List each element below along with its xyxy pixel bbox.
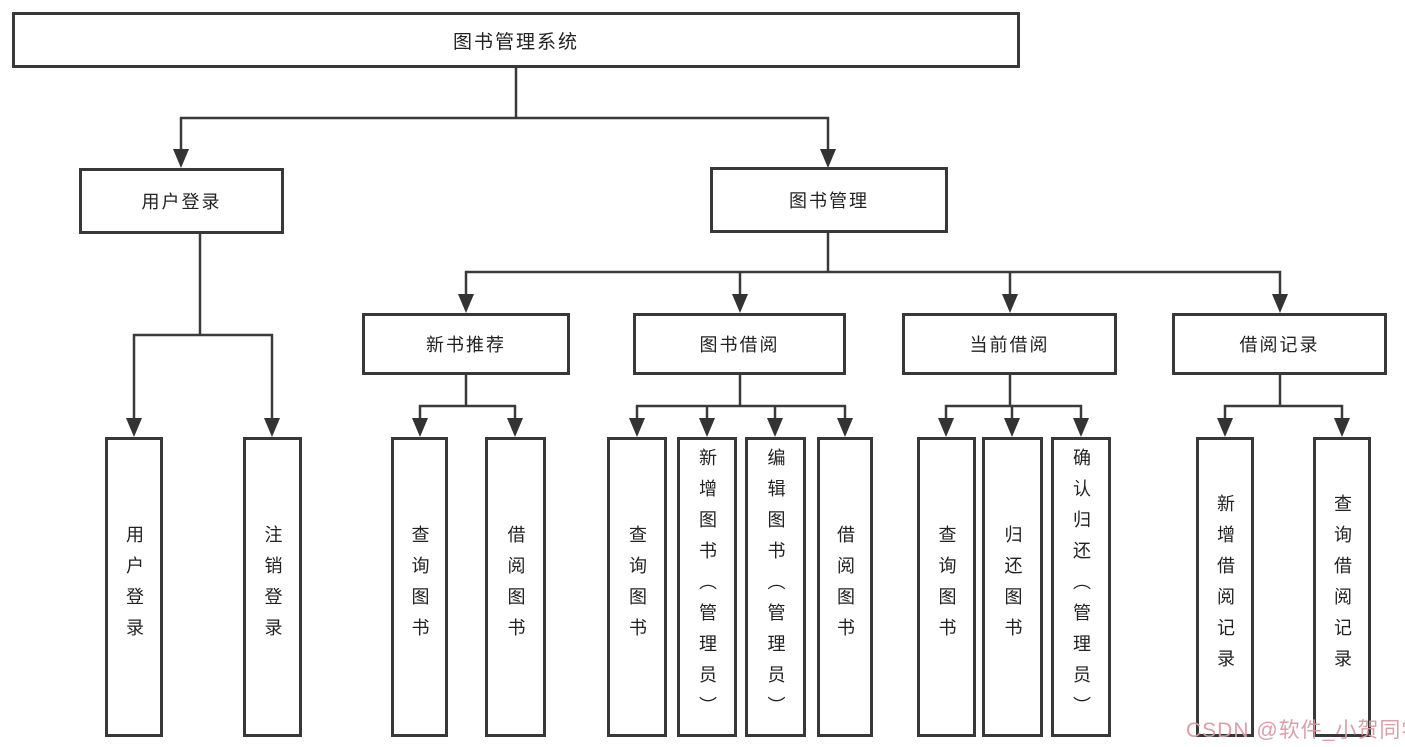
node-label: 图书管理 [789,191,869,211]
leaf-recommend-borrow-books: 借阅图书 [485,437,546,737]
leaf-current-query-books: 查询图书 [917,437,976,737]
node-label: 归还图书 [1002,525,1023,649]
node-label: 新增图书（管理员） [697,447,717,727]
leaf-borrowing-query-books: 查询图书 [607,437,667,737]
leaf-borrowing-borrow-books: 借阅图书 [817,437,873,737]
node-borrowing-records: 借阅记录 [1172,313,1387,375]
leaf-borrowing-add-books-admin: 新增图书（管理员） [677,437,737,737]
leaf-records-add-borrow-record: 新增借阅记录 [1196,437,1254,737]
node-label: 借阅图书 [835,525,855,649]
csdn-watermark: CSDN @软件_小贺同学 [1186,719,1405,742]
arrowhead-icons [126,149,1350,437]
node-label: 当前借阅 [969,335,1050,355]
node-new-book-recommendation: 新书推荐 [362,313,570,375]
leaf-recommend-query-books: 查询图书 [391,437,448,737]
node-label: 图书借阅 [699,335,780,355]
node-label: 注销登录 [262,525,283,649]
node-label: 确认归还（管理员） [1071,447,1091,727]
leaf-current-confirm-return-admin: 确认归还（管理员） [1051,437,1111,737]
node-library-management-system: 图书管理系统 [12,12,1020,68]
node-label: 图书管理系统 [452,31,579,53]
leaf-borrowing-edit-books-admin: 编辑图书（管理员） [745,437,806,737]
node-label: 查询图书 [936,525,957,649]
leaf-current-return-books: 归还图书 [982,437,1043,737]
node-label: 新增借阅记录 [1215,494,1235,680]
node-current-borrowing: 当前借阅 [902,313,1117,375]
leaf-logout-login: 注销登录 [243,437,302,737]
node-label: 借阅记录 [1239,335,1320,355]
leaf-user-login: 用户登录 [105,437,163,737]
node-label: 用户登录 [124,525,144,649]
node-user-login: 用户登录 [79,168,284,234]
leaf-records-query-borrow-record: 查询借阅记录 [1313,437,1371,737]
node-label: 查询图书 [409,525,430,649]
node-label: 编辑图书（管理员） [765,447,786,727]
node-label: 查询图书 [627,525,647,649]
node-label: 查询借阅记录 [1332,494,1352,680]
node-book-management: 图书管理 [710,167,948,233]
node-book-borrowing: 图书借阅 [633,313,846,375]
node-label: 用户登录 [141,192,222,212]
node-label: 新书推荐 [426,335,506,355]
node-label: 借阅图书 [505,525,526,649]
